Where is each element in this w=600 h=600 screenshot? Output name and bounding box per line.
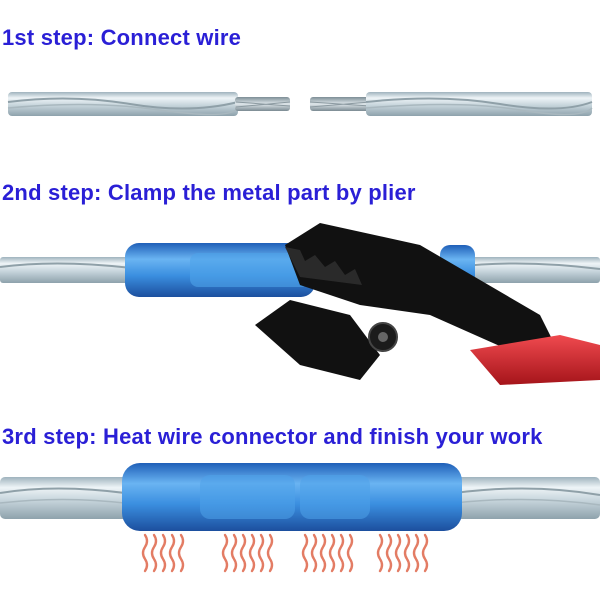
right-wire bbox=[309, 92, 593, 116]
heat-shrunk-connector bbox=[122, 463, 462, 531]
step-2-title: 2nd step: Clamp the metal part by plier bbox=[2, 180, 416, 205]
step-1-illustration bbox=[7, 92, 593, 116]
left-wire bbox=[0, 477, 141, 519]
plier-handle bbox=[470, 335, 600, 385]
step-3-title: 3rd step: Heat wire connector and finish… bbox=[2, 424, 543, 449]
plier-icon bbox=[255, 223, 600, 385]
step-2-illustration bbox=[0, 223, 600, 385]
butt-connector bbox=[125, 243, 475, 297]
step-3-illustration bbox=[0, 463, 600, 573]
right-wire bbox=[454, 477, 600, 519]
heat-waves-icon bbox=[141, 533, 429, 573]
left-wire bbox=[7, 92, 291, 116]
left-wire bbox=[0, 257, 141, 283]
step-1-title: 1st step: Connect wire bbox=[2, 25, 242, 50]
